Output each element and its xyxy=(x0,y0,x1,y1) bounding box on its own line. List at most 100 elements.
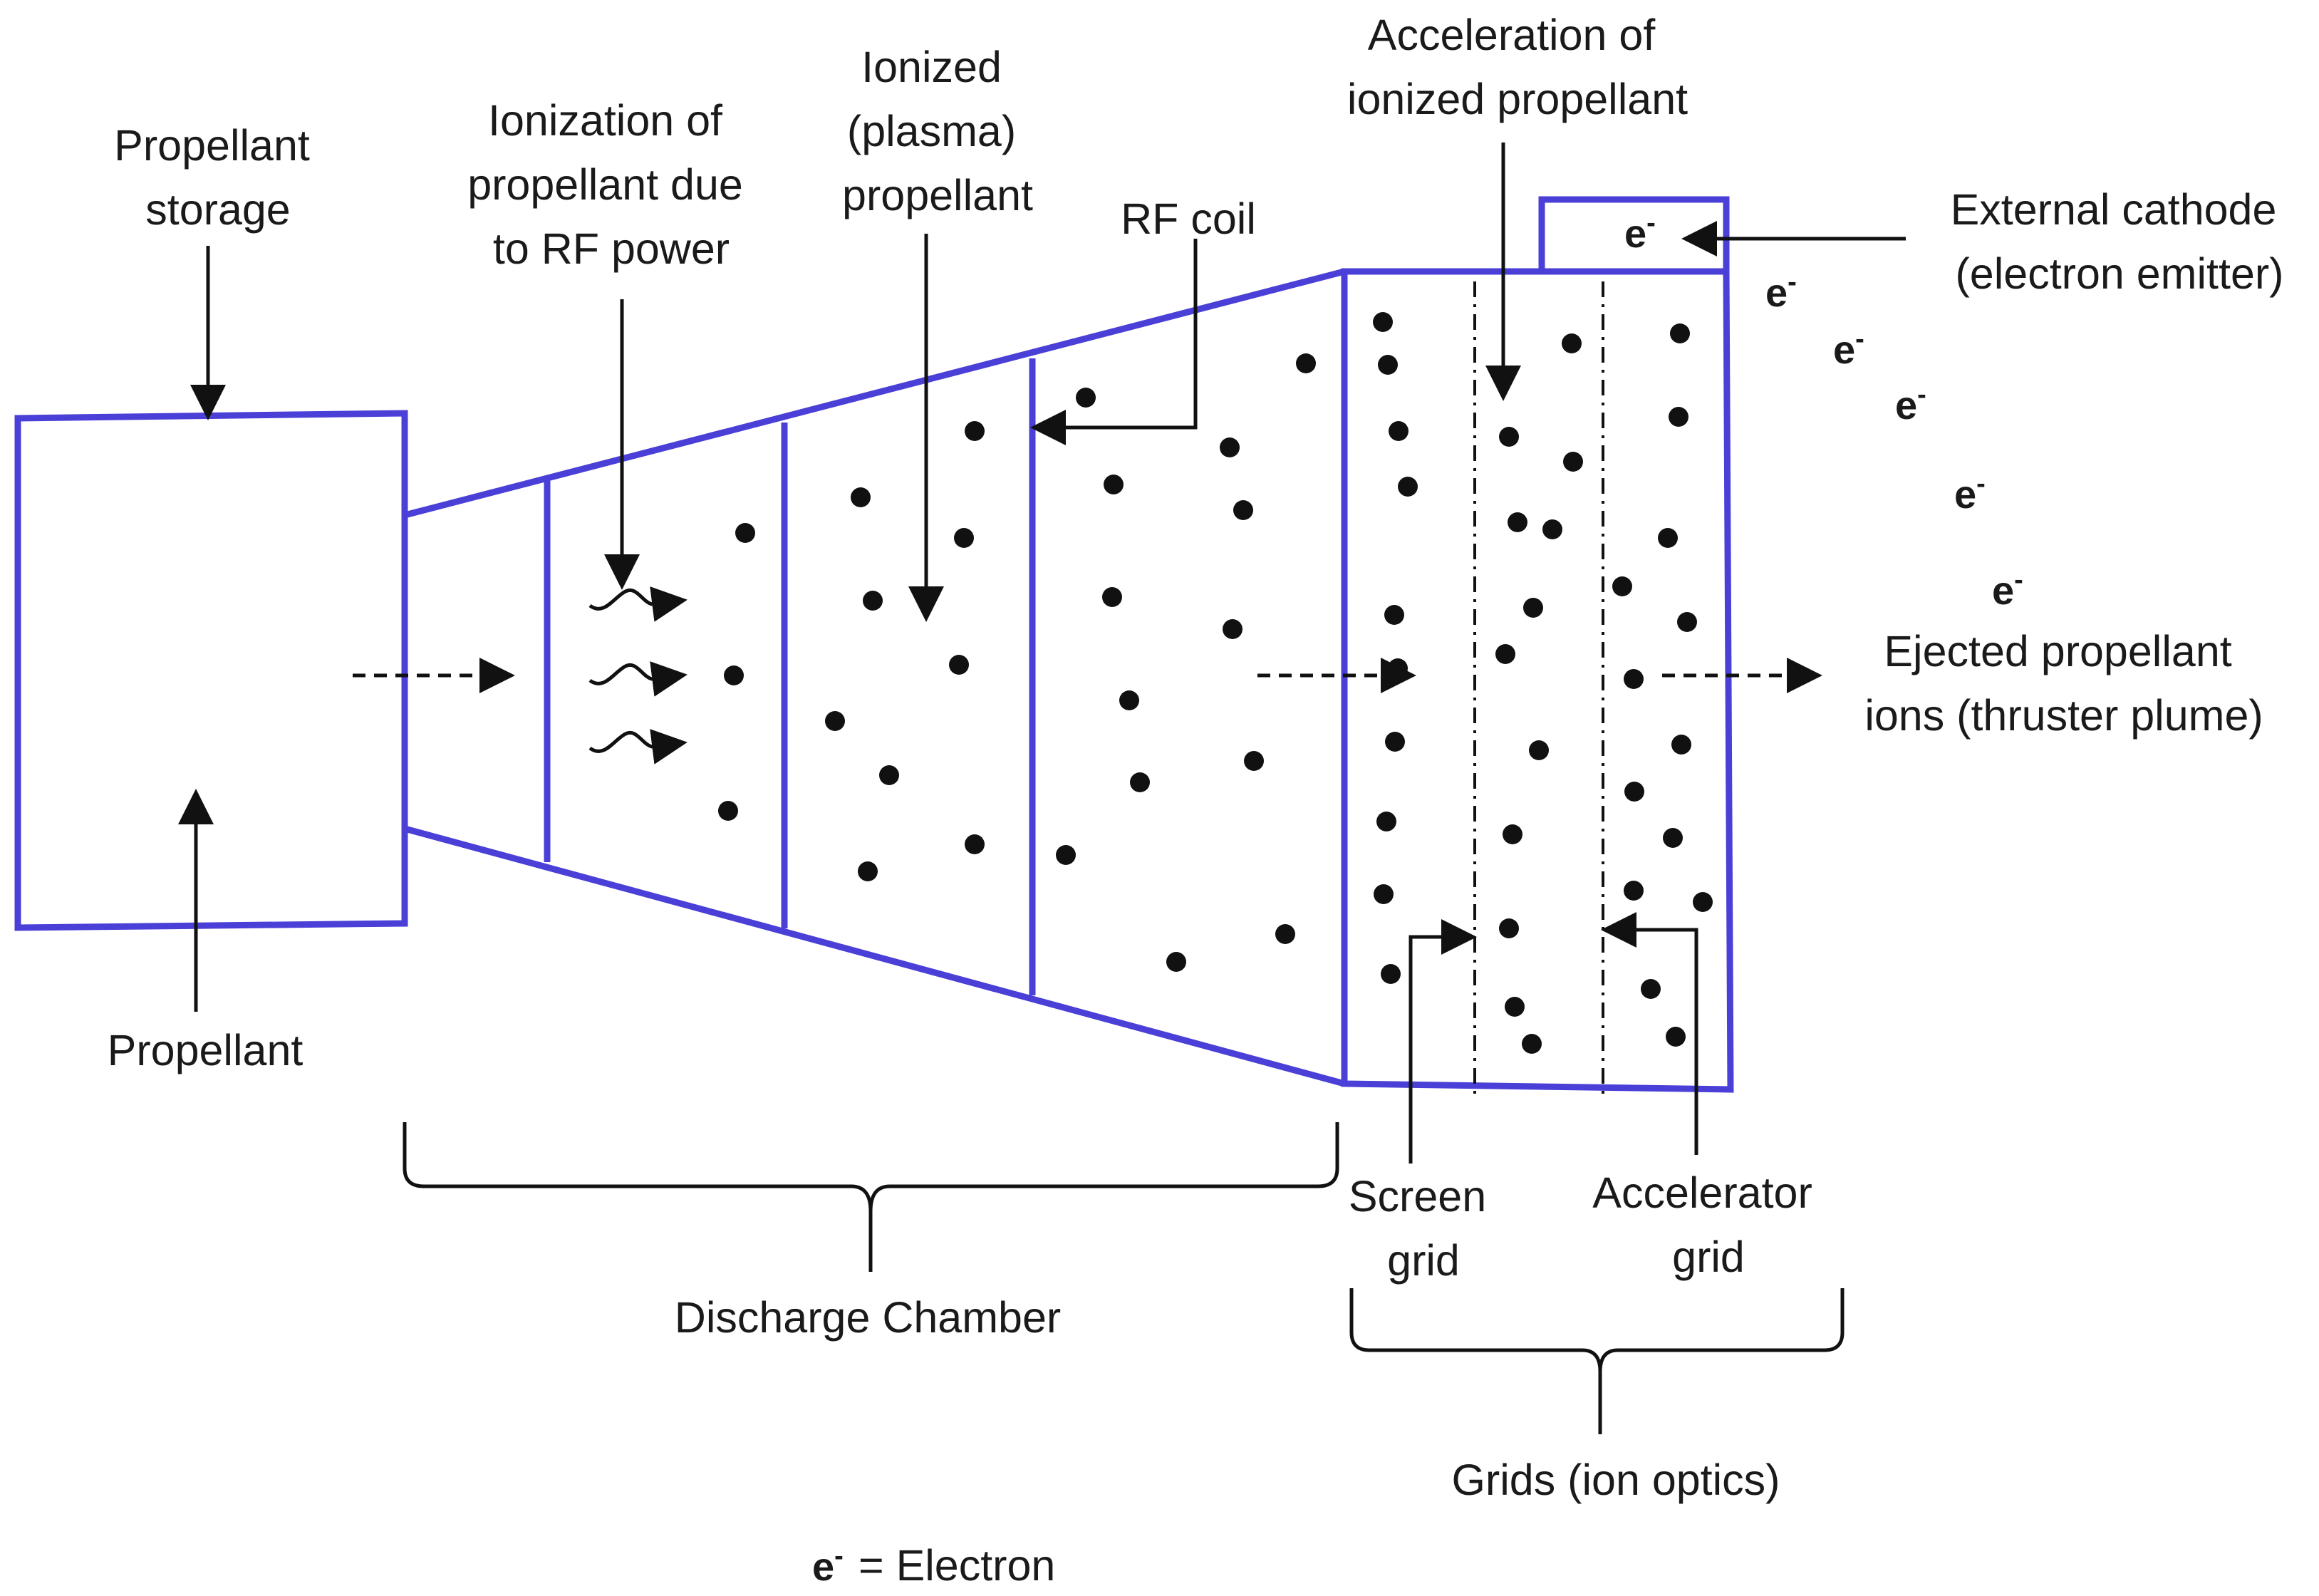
legend-electron-text: = Electron xyxy=(858,1541,1055,1590)
label-ejected-line-2: ions (thruster plume) xyxy=(1864,691,2263,740)
arrow-accelerator-grid xyxy=(1601,912,1698,1155)
plasma-particle xyxy=(1220,437,1240,457)
propellant-storage-box xyxy=(14,410,408,931)
label-ionized-plasma-line-2: (plasma) xyxy=(847,107,1016,155)
plasma-particle xyxy=(1508,512,1527,532)
electron-base: e xyxy=(1765,270,1788,315)
solid-arrows xyxy=(178,142,1906,1164)
label-ionized-plasma-line-1: Ionized xyxy=(861,43,1002,91)
legend-electron-symbol: e- xyxy=(812,1541,844,1589)
rf-wave-2 xyxy=(588,661,688,697)
label-accelerator-grid-line-2: grid xyxy=(1672,1233,1745,1281)
plasma-particle xyxy=(1562,333,1582,353)
label-ionization: Ionization of propellant due to RF power xyxy=(467,96,755,273)
electron-5: e- xyxy=(1992,565,2023,613)
plasma-particle xyxy=(851,487,871,507)
plasma-particle xyxy=(1119,690,1139,710)
plasma-particle xyxy=(1523,598,1543,618)
plasma-particle xyxy=(863,591,883,611)
plasma-particle xyxy=(1385,732,1405,752)
plasma-particle xyxy=(1275,924,1295,944)
electron-sup: - xyxy=(1788,267,1797,297)
plasma-particle xyxy=(954,528,974,548)
label-screen-grid: Screen grid xyxy=(1349,1172,1498,1285)
plasma-particle xyxy=(1398,477,1418,497)
rf-wave-3 xyxy=(588,729,688,765)
plasma-particles xyxy=(718,312,1713,1054)
plasma-particle xyxy=(965,421,985,441)
label-ionization-line-2: propellant due xyxy=(467,160,743,209)
plasma-particle xyxy=(1244,751,1264,771)
label-grids: Grids (ion optics) xyxy=(1451,1456,1780,1504)
plasma-particle xyxy=(1641,979,1661,999)
plasma-particle xyxy=(1056,845,1076,865)
external-cathode-box xyxy=(1538,196,1730,275)
legend-electron-sup: - xyxy=(834,1541,844,1571)
electron-sup: - xyxy=(2014,565,2023,595)
electron-base: e xyxy=(1833,327,1855,372)
label-discharge-chamber: Discharge Chamber xyxy=(675,1293,1061,1342)
plasma-particle xyxy=(949,655,969,675)
electron-base: e xyxy=(1624,211,1646,256)
plasma-particle xyxy=(1233,500,1253,520)
plasma-particle xyxy=(1381,964,1401,984)
plasma-particle xyxy=(1612,576,1632,596)
plasma-particle xyxy=(1376,812,1396,831)
discharge-chamber-bottom-wall xyxy=(403,825,1346,1087)
plasma-particle xyxy=(1076,388,1096,408)
rf-wave-arrows xyxy=(588,586,688,765)
plasma-particle xyxy=(1374,884,1394,904)
plasma-particle xyxy=(1373,312,1393,332)
plasma-particle xyxy=(1658,528,1678,548)
plasma-particle xyxy=(1529,740,1549,760)
label-screen-grid-line-2: grid xyxy=(1387,1236,1460,1285)
plasma-particle xyxy=(1296,353,1316,373)
electron-base: e xyxy=(1992,568,2014,613)
label-acceleration-line-1: Acceleration of xyxy=(1368,11,1656,59)
braces xyxy=(403,1122,1845,1434)
electron-sup: - xyxy=(1646,208,1656,238)
label-accelerator-grid: Accelerator grid xyxy=(1592,1168,1824,1281)
plasma-particle xyxy=(1522,1034,1542,1054)
plasma-particle xyxy=(1102,587,1122,607)
labels: Propellant storage Propellant Ionization… xyxy=(108,11,2284,1504)
label-ejected: Ejected propellant ions (thruster plume) xyxy=(1864,627,2263,740)
plasma-particle xyxy=(1671,735,1691,755)
plasma-particle xyxy=(1624,782,1644,802)
electron-sup: - xyxy=(1976,469,1986,499)
label-external-cathode-line-1: External cathode xyxy=(1951,185,2277,234)
plasma-particle xyxy=(1499,427,1519,447)
grids-brace xyxy=(1349,1288,1845,1434)
plasma-particle xyxy=(1378,355,1398,375)
plasma-particle xyxy=(1384,605,1404,625)
electron-base: e xyxy=(1895,383,1917,428)
discharge-chamber-brace xyxy=(403,1122,1339,1272)
electron-3: e- xyxy=(1895,380,1926,428)
plasma-particle xyxy=(1389,421,1408,441)
plasma-particle xyxy=(1563,452,1583,472)
plasma-particle xyxy=(1624,669,1644,689)
grid-lines xyxy=(1473,281,1604,1094)
label-accelerator-grid-line-1: Accelerator xyxy=(1592,1168,1812,1217)
plasma-particle xyxy=(879,765,899,785)
arrow-rf-coil xyxy=(1030,239,1198,445)
label-external-cathode-line-2: (electron emitter) xyxy=(1955,249,2283,298)
plasma-particle xyxy=(1505,997,1525,1017)
electron-cathode: e- xyxy=(1624,208,1656,256)
legend: e- = Electron xyxy=(812,1541,1055,1590)
electron-base: e xyxy=(1954,472,1976,517)
electron-2: e- xyxy=(1833,324,1864,372)
rf-wave-1 xyxy=(588,586,688,622)
electron-symbols: e- e- e- e- e- e- xyxy=(1624,208,2023,613)
plasma-particle xyxy=(1666,1027,1686,1047)
plasma-particle xyxy=(1670,323,1690,343)
electron-1: e- xyxy=(1765,267,1797,315)
label-ionized-plasma: Ionized (plasma) propellant xyxy=(842,43,1033,219)
legend-electron-base: e xyxy=(812,1544,834,1589)
label-propellant: Propellant xyxy=(108,1026,304,1074)
plasma-particle xyxy=(1223,619,1242,639)
plasma-particle xyxy=(1499,918,1519,938)
plasma-particle xyxy=(1693,892,1713,912)
thruster-outline xyxy=(14,196,1734,1093)
